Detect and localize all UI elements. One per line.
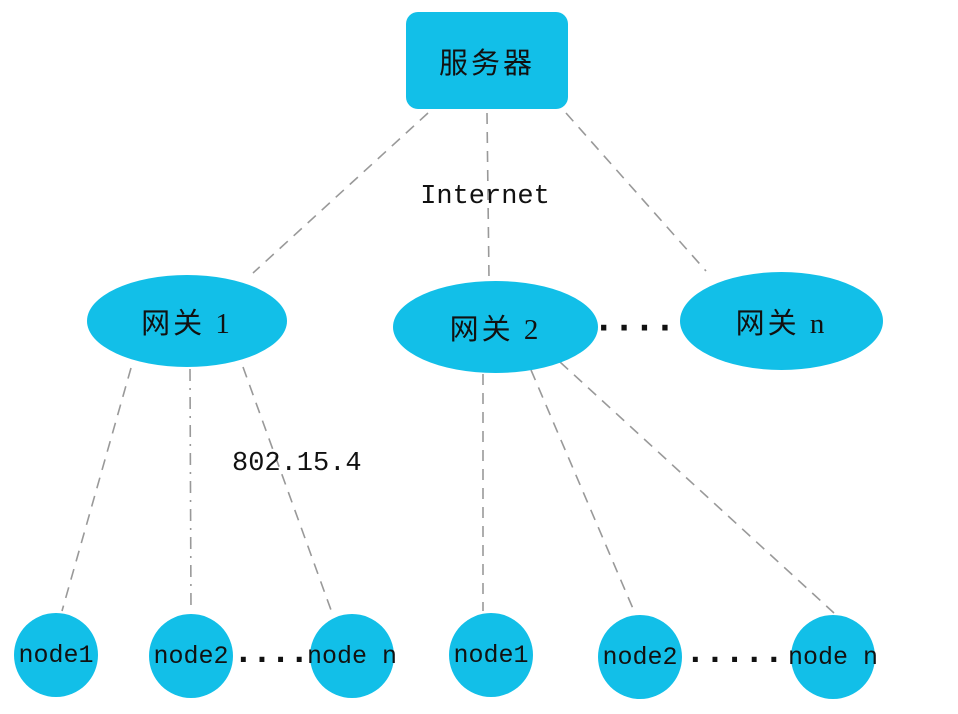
edge-server-gatewayn [565,112,707,272]
left-node-2-label: node2 [153,641,229,671]
edge-server-gateway2 [486,112,490,280]
gateway-2-ellipse: 网关 2 [393,281,598,373]
left-node-ellipsis-dots: ····· [238,643,332,676]
edge-gateway1-lnoden [242,366,332,611]
gateway-1-label: 网关 1 [141,308,233,340]
server-label: 服务器 [438,47,535,80]
edge-gateway2-rnode2 [530,369,635,612]
edge-gateway2-rnoden [559,361,835,614]
left-node-2-circle: node2 [149,614,233,698]
gateway-n-ellipse: 网关 n [680,272,883,370]
protocol-802-15-4-label: 802.15.4 [232,449,362,479]
edge-server-gateway1 [252,112,429,274]
left-node-n-label: node n [307,641,398,671]
right-node-n-circle: node n [788,615,879,699]
right-node-2-circle: node2 [598,615,682,699]
server-box: 服务器 [406,12,568,109]
edge-gateway1-lnode2 [189,368,192,613]
left-node-1-label: node1 [18,640,94,670]
left-node-n-circle: node n [307,614,398,698]
right-node-1-circle: node1 [449,613,533,697]
right-node-ellipsis-dots: ······ [690,643,808,676]
gateway-n-label: 网关 n [735,308,828,340]
right-node-1-label: node1 [453,640,529,670]
gateway-1-ellipse: 网关 1 [87,275,287,367]
edge-gateway1-lnode1 [61,367,132,612]
left-node-1-circle: node1 [14,613,98,697]
gateway-2-label: 网关 2 [449,314,542,346]
right-node-n-label: node n [788,642,879,672]
right-node-2-label: node2 [602,642,678,672]
internet-label: Internet [420,182,550,212]
